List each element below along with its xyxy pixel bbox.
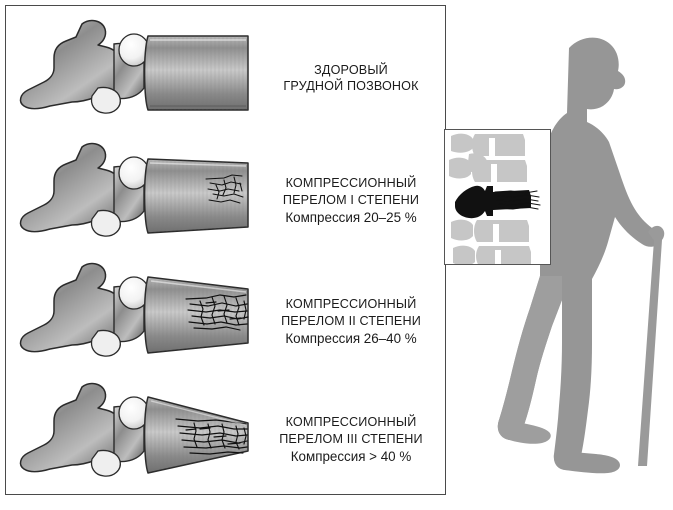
fracture-grade-label-3: КОМПРЕССИОННЫЙ ПЕРЕЛОМ III СТЕПЕНИ Компр…: [256, 381, 446, 499]
label-line-1: КОМПРЕССИОННЫЙ: [285, 415, 417, 429]
person-back-shoe: [497, 418, 551, 444]
compression-value: Компрессия 20–25 %: [285, 210, 417, 225]
vertebra-illustration-grade-2: [10, 259, 260, 385]
fracture-cracks: [175, 418, 248, 455]
person-front-shoe: [553, 450, 620, 474]
fracture-grade-label-1: КОМПРЕССИОННЫЙ ПЕРЕЛОМ I СТЕПЕНИ Компрес…: [256, 139, 446, 263]
vertebra-lateral-svg: [19, 262, 249, 357]
label-line-2: ПЕРЕЛОМ I СТЕПЕНИ: [282, 192, 420, 207]
label-line-1: КОМПРЕССИОННЫЙ: [285, 297, 417, 311]
vertebra-lateral-svg: [19, 19, 249, 114]
vertebra-lateral-svg: [19, 142, 249, 237]
label-line-2: ПЕРЕЛОМ III СТЕПЕНИ: [279, 431, 423, 446]
inset-vertebra-normal: [451, 219, 529, 248]
diagram-panel: ЗДОРОВЫЙ ГРУДНОЙ ПОЗВОНОК: [5, 5, 446, 495]
walking-cane: [638, 225, 665, 466]
inset-vertebra-normal: [453, 245, 531, 264]
spine-xray-inset: [444, 129, 551, 265]
label-line-2: ПЕРЕЛОМ II СТЕПЕНИ: [281, 313, 421, 328]
person-silhouette-svg: [497, 37, 665, 474]
elderly-person-silhouette: [468, 14, 673, 506]
inset-vertebra-normal: [449, 157, 527, 188]
spine-xray-svg: [445, 130, 550, 264]
fracture-grade-row: ЗДОРОВЫЙ ГРУДНОЙ ПОЗВОНОК: [6, 14, 447, 142]
fracture-cracks: [185, 294, 249, 331]
vertebra-lateral-svg: [19, 382, 249, 477]
fracture-cracks: [205, 174, 244, 204]
fracture-grade-row: КОМПРЕССИОННЫЙ ПЕРЕЛОМ III СТЕПЕНИ Компр…: [6, 381, 447, 499]
label-line-2: ГРУДНОЙ ПОЗВОНОК: [283, 79, 419, 93]
fracture-grade-row: КОМПРЕССИОННЫЙ ПЕРЕЛОМ I СТЕПЕНИ Компрес…: [6, 139, 447, 263]
vertebra-illustration-grade-1: [10, 139, 260, 263]
inset-vertebra-fractured: [455, 185, 541, 219]
fracture-grade-label-2: КОМПРЕССИОННЫЙ ПЕРЕЛОМ II СТЕПЕНИ Компре…: [256, 259, 446, 385]
inset-fracture-cracks: [494, 190, 541, 210]
fracture-grade-row: КОМПРЕССИОННЫЙ ПЕРЕЛОМ II СТЕПЕНИ Компре…: [6, 259, 447, 385]
compression-value: Компрессия 26–40 %: [285, 331, 417, 346]
person-back-leg: [497, 276, 562, 440]
fracture-grade-label-healthy: ЗДОРОВЫЙ ГРУДНОЙ ПОЗВОНОК: [256, 14, 446, 142]
vertebra-illustration-healthy: [10, 14, 260, 142]
label-line-1: КОМПРЕССИОННЫЙ: [285, 176, 417, 190]
vertebra-illustration-grade-3: [10, 381, 260, 499]
inset-vertebra-normal: [451, 133, 525, 173]
compression-value: Компрессия > 40 %: [290, 449, 412, 464]
label-line-1: ЗДОРОВЫЙ: [314, 62, 388, 77]
